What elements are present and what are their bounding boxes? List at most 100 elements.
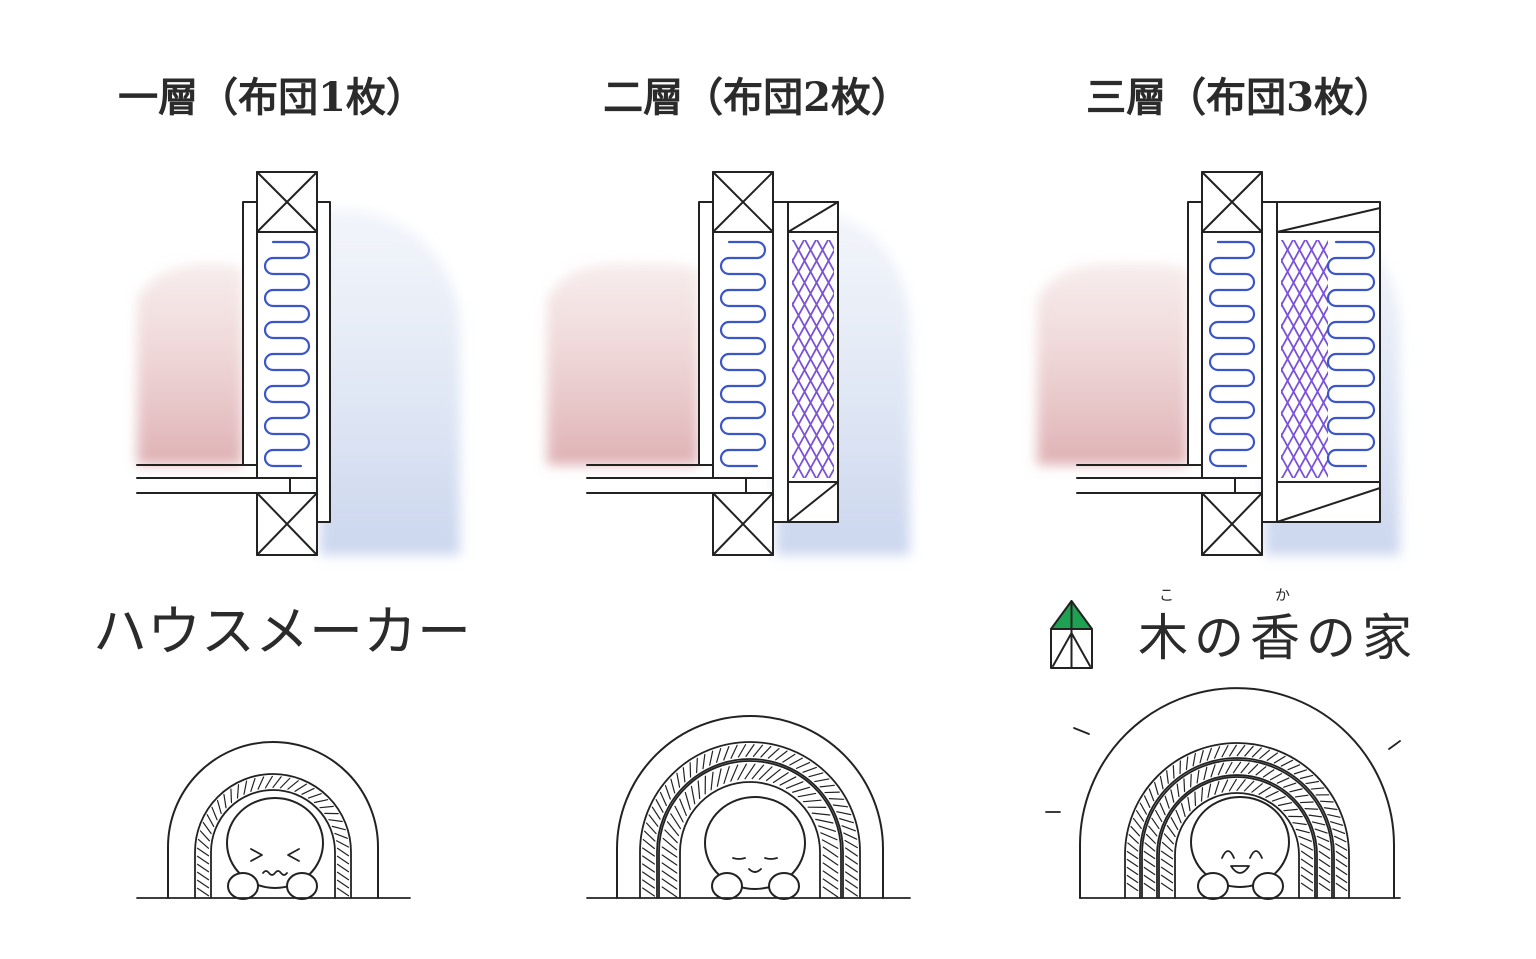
hatch-stroke	[1335, 858, 1348, 868]
hatch-stroke	[1236, 779, 1246, 792]
hatch-stroke	[841, 825, 856, 832]
hatch-stroke	[642, 855, 655, 865]
hatch-stroke	[336, 863, 350, 873]
character-hand	[227, 872, 259, 900]
lattice-line	[1281, 283, 1328, 373]
hatch-stroke	[1166, 824, 1176, 838]
hatch-stroke	[1311, 821, 1326, 826]
hatch-stroke	[670, 813, 682, 830]
blanket-layer-2	[1141, 759, 1333, 899]
hatch-stroke	[1192, 752, 1196, 767]
house-maker-label: ハウスメーカー	[93, 600, 471, 663]
hatch-stroke	[1266, 752, 1279, 761]
cold-exterior-wash	[320, 208, 460, 556]
hatch-stroke	[196, 871, 210, 881]
warm-interior-wash	[137, 263, 243, 465]
hatch-stroke	[264, 775, 273, 789]
hatch-stroke	[737, 763, 747, 781]
hatch-stroke	[843, 832, 858, 840]
hatch-stroke	[760, 745, 772, 758]
hatch-stroke	[1300, 874, 1314, 884]
hatch-stroke	[1145, 833, 1157, 844]
hatch-stroke	[828, 798, 845, 800]
hatch-stroke	[1299, 801, 1314, 804]
wall-section-3	[1037, 171, 1400, 556]
hatch-stroke	[1126, 866, 1139, 876]
hatch-stroke	[792, 786, 811, 793]
lattice-line	[1281, 432, 1306, 478]
lattice-line	[1281, 240, 1328, 330]
hatch-stroke	[836, 811, 852, 816]
hatch-stroke	[1255, 766, 1267, 776]
hatch-stroke	[716, 768, 722, 787]
lattice-line	[792, 257, 834, 339]
lattice-line	[1281, 327, 1328, 417]
face-happy	[1221, 850, 1263, 874]
hatch-stroke	[1251, 783, 1263, 793]
hatch-stroke	[1194, 791, 1197, 807]
hatch-stroke	[336, 847, 350, 857]
hatch-stroke	[674, 805, 684, 823]
hatch-stroke	[1130, 825, 1141, 837]
hatch-stroke	[1292, 822, 1307, 826]
hatch-stroke	[643, 830, 656, 842]
lattice-line	[792, 240, 829, 308]
hatch-stroke	[1143, 882, 1156, 892]
hatch-stroke	[839, 818, 854, 824]
hatch-stroke	[845, 879, 858, 889]
hatch-stroke	[1144, 842, 1156, 852]
blanket-hatching	[661, 763, 839, 898]
hatch-stroke	[319, 805, 334, 809]
hatch-stroke	[1164, 795, 1170, 809]
outer-insulation-lattice	[1281, 240, 1328, 478]
hatch-stroke	[710, 771, 714, 791]
cavity-insulation-coil	[719, 240, 767, 468]
hatch-stroke	[1161, 841, 1174, 852]
hatch-stroke	[1335, 843, 1348, 851]
hatch-stroke	[1132, 817, 1142, 830]
hatch-stroke	[1283, 782, 1297, 788]
hatch-stroke	[1243, 780, 1255, 792]
hatch-stroke	[1248, 763, 1259, 775]
lattice-line	[1281, 410, 1318, 478]
hatch-stroke	[1214, 746, 1221, 759]
hatch-stroke	[279, 777, 291, 789]
hatch-stroke	[1310, 787, 1325, 790]
hatch-stroke	[1166, 770, 1169, 784]
hatch-stroke	[1159, 802, 1166, 816]
hatch-stroke	[1210, 764, 1216, 778]
hatch-stroke	[1160, 866, 1174, 876]
hatch-stroke	[1143, 874, 1156, 884]
hatch-stroke	[661, 862, 678, 874]
hatch-stroke	[697, 780, 701, 800]
hatch-stroke	[1335, 866, 1348, 876]
hatch-stroke	[1329, 821, 1344, 826]
hatch-stroke	[723, 765, 730, 784]
hatch-stroke	[814, 778, 830, 783]
hatch-stroke	[1318, 858, 1331, 868]
hatch-stroke	[1143, 850, 1156, 860]
hatch-stroke	[336, 855, 350, 865]
hatch-stroke	[1160, 882, 1174, 892]
logo-ruby-ka: か	[1275, 586, 1291, 604]
house-dome-outline	[1079, 687, 1395, 899]
hatch-stroke	[785, 781, 804, 789]
hatch-stroke	[1190, 773, 1192, 788]
hatch-stroke	[716, 748, 722, 763]
face-uncomfortable	[250, 848, 300, 876]
hatch-stroke	[1206, 747, 1212, 761]
character-hand	[286, 872, 318, 900]
lattice-line	[792, 314, 834, 395]
hatch-stroke	[661, 886, 678, 898]
hatch-stroke	[845, 855, 858, 865]
blanket-inner-edge	[1156, 774, 1318, 899]
hatch-stroke	[1232, 761, 1242, 774]
hatch-stroke	[1187, 796, 1191, 812]
lattice-line	[1305, 240, 1328, 282]
hatch-stroke	[1316, 835, 1330, 843]
lattice-line	[1281, 240, 1306, 286]
hatch-stroke	[328, 819, 343, 823]
hatch-stroke	[1126, 874, 1139, 884]
hatch-stroke	[1221, 745, 1229, 758]
